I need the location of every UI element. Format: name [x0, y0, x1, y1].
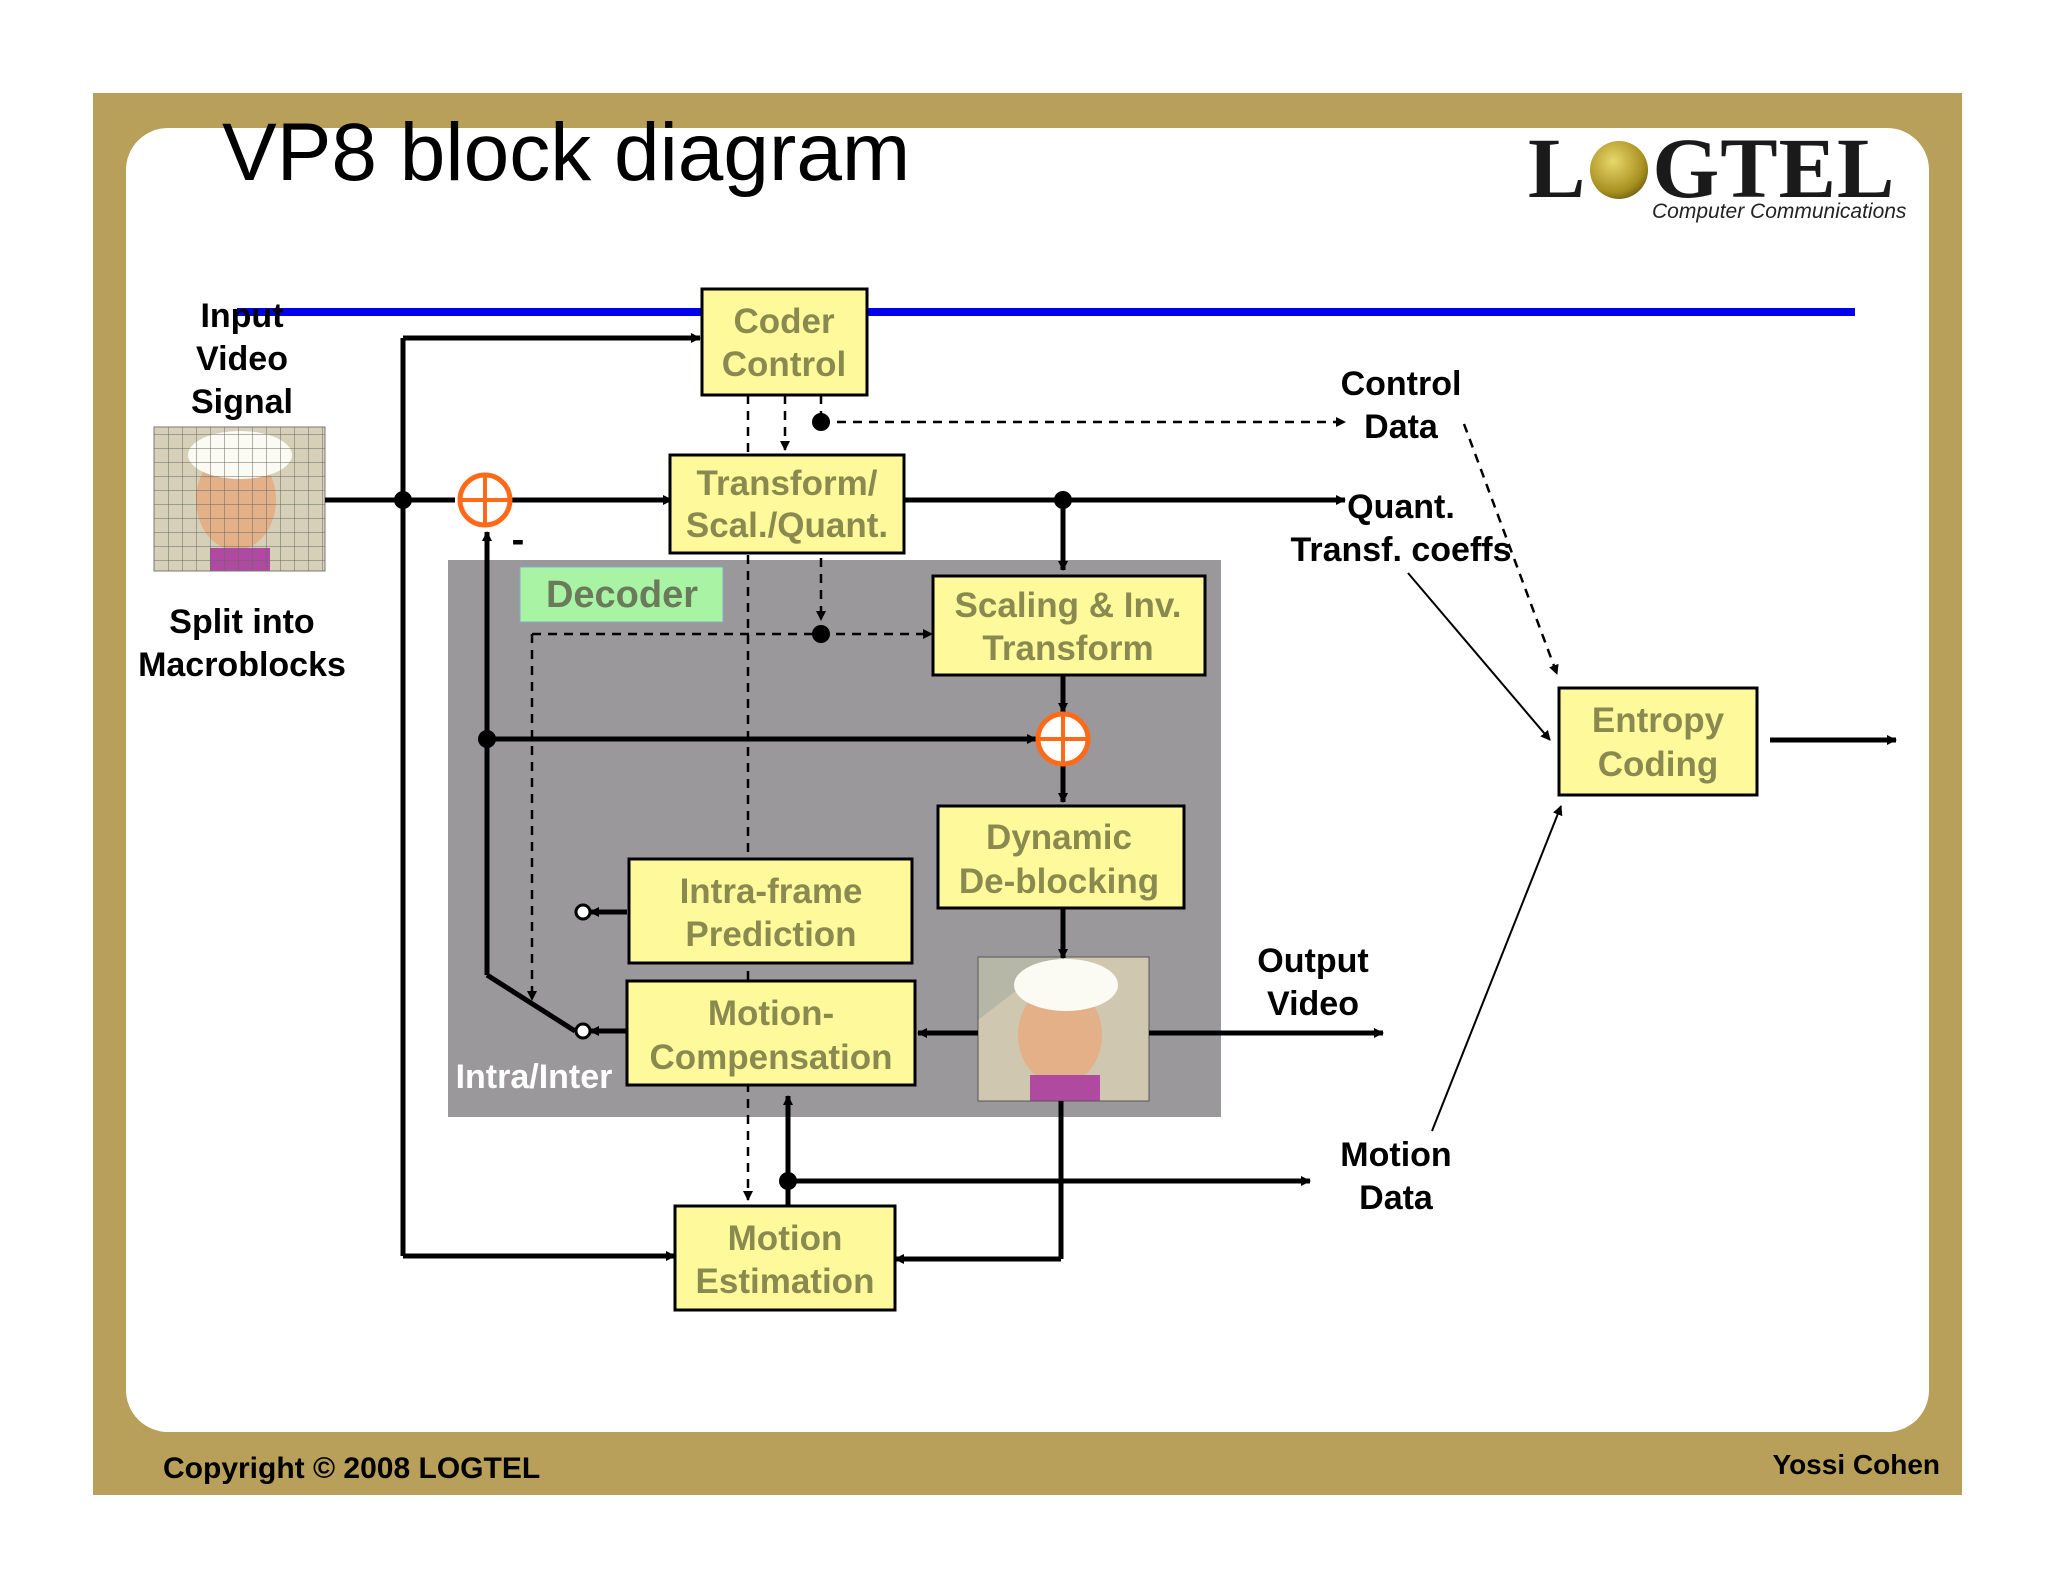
logo-letters-gtel: GTEL [1652, 120, 1896, 216]
motion-compensation-block: Motion- Compensation [625, 979, 917, 1087]
junction-dots [394, 413, 1072, 1190]
svg-text:De-blocking: De-blocking [959, 862, 1159, 901]
split-label-line1: Split into [169, 603, 314, 641]
quant-coeffs-label-line2: Transf. coeffs [1290, 531, 1511, 569]
input-summer [457, 472, 513, 528]
dynamic-deblocking-block: Dynamic De-blocking [936, 804, 1186, 910]
switch-contacts [574, 903, 592, 1040]
svg-text:Estimation: Estimation [696, 1262, 875, 1301]
svg-text:Control: Control [722, 345, 846, 384]
logo-letter-l: L [1528, 120, 1587, 216]
input-video-label-line3: Signal [191, 383, 293, 421]
svg-text:Entropy: Entropy [1592, 701, 1725, 740]
entropy-feeds [1407, 572, 1563, 1132]
decoder-label: Decoder [546, 574, 698, 616]
control-data-label-line2: Data [1364, 408, 1439, 446]
svg-text:Motion-: Motion- [708, 994, 834, 1033]
svg-text:Compensation: Compensation [649, 1038, 892, 1077]
output-video-label-line1: Output [1257, 942, 1368, 980]
quant-coeffs-label-line1: Quant. [1347, 488, 1455, 526]
motion-data-label-line2: Data [1359, 1179, 1434, 1217]
svg-text:Transform/: Transform/ [697, 464, 878, 503]
logtel-logo: L GTEL [1528, 120, 1896, 216]
split-label-line2: Macroblocks [138, 646, 346, 684]
coder-control-block: Coder Control [700, 287, 869, 397]
output-frame-image [977, 956, 1150, 1102]
svg-text:Prediction: Prediction [685, 915, 856, 954]
slide-title: VP8 block diagram [222, 107, 911, 198]
logo-tagline: Computer Communications [1652, 200, 1907, 223]
input-video-label-line2: Video [196, 340, 288, 378]
decoder-label-box [519, 566, 724, 623]
output-video-label-line2: Video [1267, 985, 1359, 1023]
intra-inter-switch-label: Intra/Inter [456, 1058, 613, 1096]
input-video-label-line1: Input [200, 297, 283, 335]
transform-quant-block: Transform/ Scal./Quant. [668, 453, 906, 555]
entropy-coding-block: Entropy Coding [1557, 686, 1759, 797]
globe-icon [1590, 141, 1649, 199]
decoder-summer [1035, 711, 1091, 767]
svg-text:Scaling & Inv.: Scaling & Inv. [955, 586, 1182, 625]
copyright-notice: Copyright © 2008 LOGTEL [163, 1452, 541, 1485]
svg-text:Motion: Motion [728, 1219, 843, 1258]
svg-text:Scal./Quant.: Scal./Quant. [686, 506, 888, 545]
input-frame-image [153, 426, 326, 572]
author-name: Yossi Cohen [1772, 1449, 1940, 1480]
svg-text:Coder: Coder [733, 302, 835, 341]
svg-text:Coding: Coding [1598, 745, 1719, 784]
svg-text:Transform: Transform [982, 629, 1153, 668]
svg-text:Dynamic: Dynamic [986, 818, 1132, 857]
scaling-inverse-transform-block: Scaling & Inv. Transform [931, 574, 1207, 677]
control-data-label-line1: Control [1341, 365, 1462, 403]
svg-text:Intra-frame: Intra-frame [680, 872, 863, 911]
motion-data-label-line1: Motion [1340, 1136, 1451, 1174]
intra-frame-prediction-block: Intra-frame Prediction [627, 857, 914, 965]
minus-sign: - [512, 519, 525, 561]
motion-estimation-block: Motion Estimation [673, 1204, 897, 1312]
